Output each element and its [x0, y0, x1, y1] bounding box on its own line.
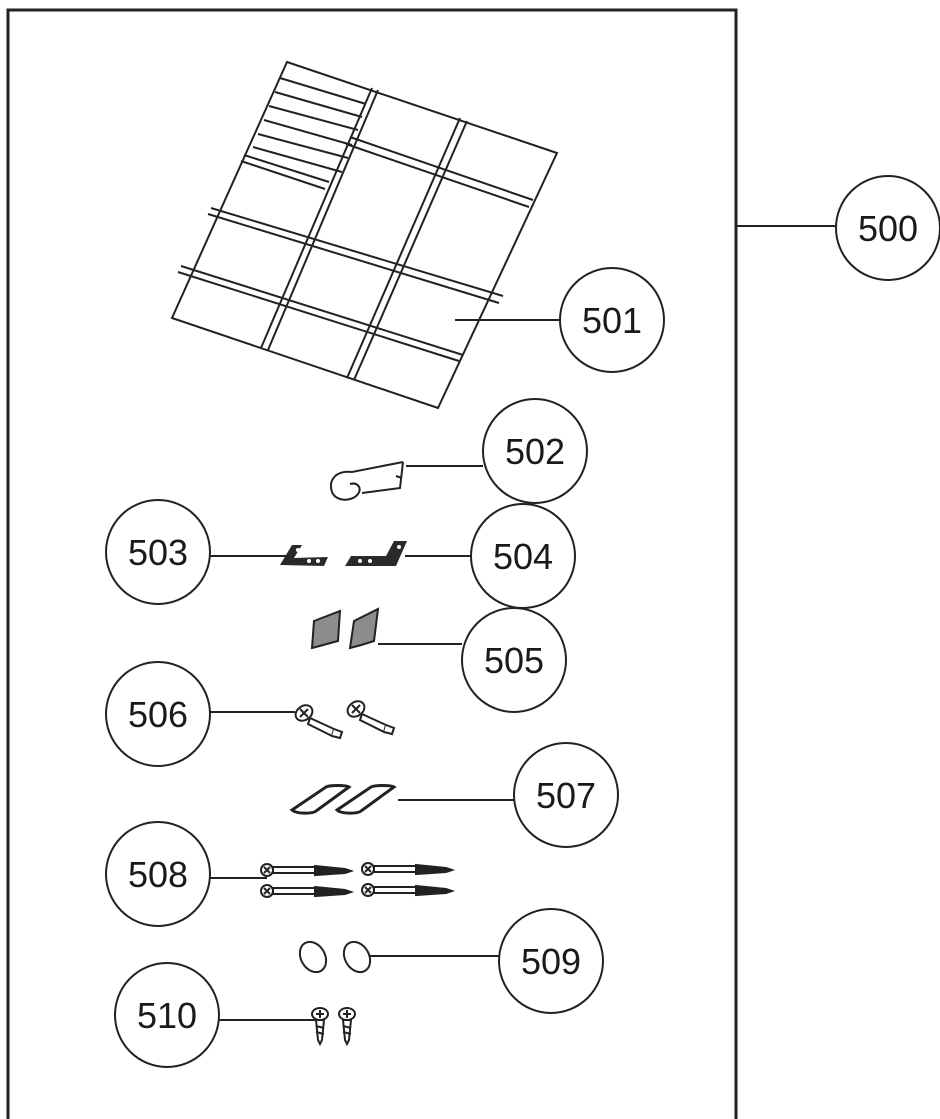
leader-lines: [210, 225, 838, 1021]
callout-508: 508: [105, 821, 211, 927]
callout-502: 502: [482, 398, 588, 504]
callout-505-label: 505: [484, 640, 544, 681]
kit-boundary: [6, 8, 738, 1119]
short-screws-part: [311, 1007, 356, 1047]
callout-504: 504: [470, 503, 576, 609]
callout-502-label: 502: [505, 431, 565, 472]
anchor-bolts-part: [294, 700, 396, 740]
callout-503-label: 503: [128, 532, 188, 573]
callout-510: 510: [114, 962, 220, 1068]
bracket-right-part: [345, 541, 407, 566]
callout-510-label: 510: [137, 995, 197, 1036]
callout-500: 500: [835, 175, 940, 281]
tape-strip-part: [330, 461, 404, 501]
callout-509: 509: [498, 908, 604, 1014]
callout-508-label: 508: [128, 854, 188, 895]
callout-501: 501: [559, 267, 665, 373]
callout-507: 507: [513, 742, 619, 848]
pads-part: [310, 607, 380, 650]
callout-507-label: 507: [536, 775, 596, 816]
long-screws-part: [260, 862, 456, 898]
callout-505: 505: [461, 607, 567, 713]
caps-part: [298, 940, 372, 974]
callout-501-label: 501: [582, 300, 642, 341]
callout-506: 506: [105, 661, 211, 767]
bracket-left-part: [280, 545, 328, 566]
callout-509-label: 509: [521, 941, 581, 982]
callout-503: 503: [105, 499, 211, 605]
callout-504-label: 504: [493, 536, 553, 577]
paper-template-part: [170, 60, 559, 410]
adhesive-pads-part: [289, 784, 397, 815]
callout-500-label: 500: [858, 208, 918, 249]
callout-506-label: 506: [128, 694, 188, 735]
